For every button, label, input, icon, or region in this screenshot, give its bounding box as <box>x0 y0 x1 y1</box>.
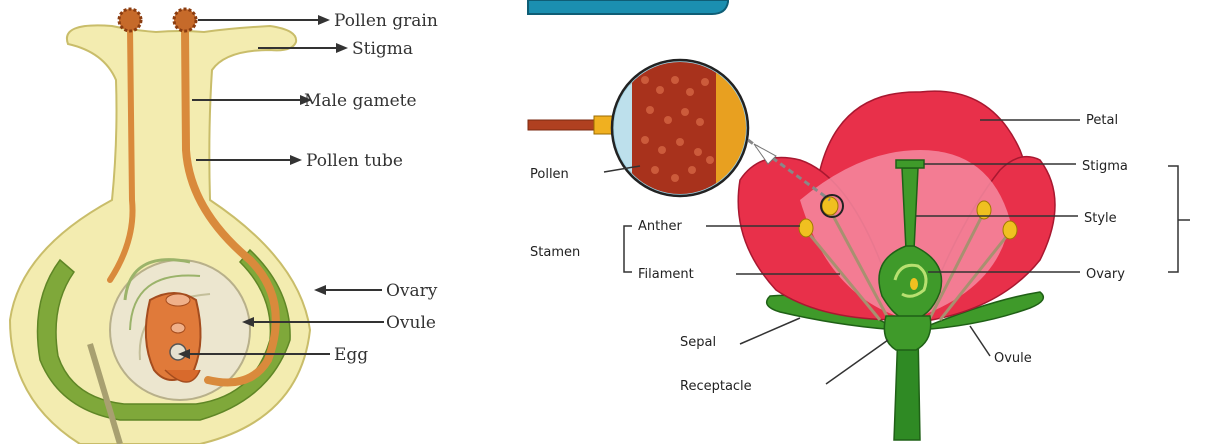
label-stamen: Stamen <box>530 245 580 260</box>
ovule-dot <box>910 278 918 290</box>
top-banner <box>528 0 728 14</box>
label-egg: Egg <box>334 345 368 365</box>
label-stigma-left: Stigma <box>352 39 413 59</box>
receptacle-shape <box>884 316 930 350</box>
label-pollen-grain: Pollen grain <box>334 11 438 31</box>
pollen-grain-icon <box>119 9 196 31</box>
label-stigma-right: Stigma <box>1082 159 1128 174</box>
embryo-sac <box>146 293 201 380</box>
stigma-shape <box>896 160 924 168</box>
label-pollen-tube: Pollen tube <box>306 151 403 171</box>
pistil-diagram: Pollen grain Stigma Male gamete Pollen t… <box>10 9 438 444</box>
label-pollen: Pollen <box>530 167 569 182</box>
label-ovary-right: Ovary <box>1086 267 1125 282</box>
label-style: Style <box>1084 211 1117 226</box>
label-ovary-left: Ovary <box>386 281 438 301</box>
label-anther: Anther <box>638 219 682 234</box>
label-filament: Filament <box>638 267 694 282</box>
flower-diagram: Petal Stigma Style Ovary Anther Filament… <box>528 60 1190 440</box>
label-receptacle: Receptacle <box>680 379 752 394</box>
label-sepal: Sepal <box>680 335 716 350</box>
label-ovule-left: Ovule <box>386 313 436 333</box>
label-ovule-right: Ovule <box>994 351 1032 366</box>
label-male-gamete: Male gamete <box>304 91 417 111</box>
label-petal: Petal <box>1086 113 1118 128</box>
